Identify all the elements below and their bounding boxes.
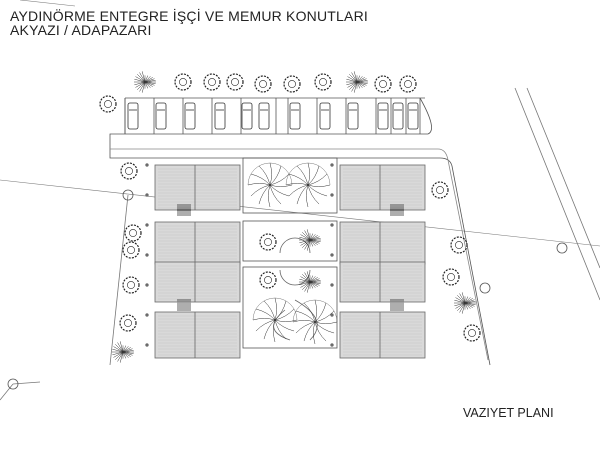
trees [99,71,481,363]
apartment-unit [339,221,426,265]
boundary-line-right [514,87,600,301]
tree-icon [399,75,417,93]
project-location: AKYAZI / ADAPAZARI [10,22,152,38]
grid-marker [330,163,334,167]
car-icon [407,102,419,130]
tree-icon [431,181,449,199]
tree-icon [283,75,301,93]
tree-icon [254,75,272,93]
grid-marker [145,163,149,167]
buildings [145,163,426,359]
large-tree-icon [247,162,293,208]
tree-icon [259,233,277,251]
car-icon [127,102,139,130]
tree-icon [119,314,137,332]
car-icon [184,102,196,130]
apartment-unit [339,261,426,303]
tree-icon [122,241,140,259]
palm-tree-icon [299,229,321,251]
boundary-line-topleft [19,0,76,7]
car-icon [289,102,301,130]
courtyard-middle [242,220,338,262]
tree-icon [120,162,138,180]
palm-tree-icon [134,71,156,93]
survey-point [556,242,568,254]
large-tree-icon [252,297,298,343]
car-icon [155,102,167,130]
car-icon [377,102,389,130]
courtyard-north [242,157,338,214]
grid-marker [145,253,149,257]
tree-icon [374,75,392,93]
survey-point [122,189,134,201]
stair-icon [177,299,191,311]
car-icon [347,102,359,130]
road-edge [110,148,489,361]
survey-point [479,282,491,294]
grid-marker [330,343,334,347]
building-block-right [330,163,426,359]
boundary-line-left [109,194,129,366]
palm-tree-icon [346,71,368,93]
apartment-unit [339,311,426,359]
tree-icon [314,73,332,91]
grid-marker [145,313,149,317]
stair-icon [390,299,404,311]
boundary-line-bottomleft [0,383,14,401]
boundary-line-right2 [526,87,600,269]
car-icon [258,102,270,130]
grid-marker [330,313,334,317]
grid-marker [145,283,149,287]
palm-tree-icon [299,271,321,293]
apartment-unit [154,221,241,265]
large-tree-icon [285,162,331,208]
courtyard-south [242,266,338,349]
tree-icon [124,224,142,242]
car-icon [214,102,226,130]
stair-icon [390,204,404,216]
building-block-left [145,163,241,359]
grid-marker [145,193,149,197]
grid-marker [330,253,334,257]
tree-icon [442,268,460,286]
apartment-unit [154,261,241,303]
survey-point [7,378,19,390]
tree-icon [174,73,192,91]
apartment-unit [154,311,241,359]
boundary-line-bottomleft2 [12,381,41,385]
courtyard-path [273,237,318,341]
project-title: AYDINÖRME ENTEGRE İŞÇİ VE MEMUR KONUTLAR… [10,8,368,24]
apartment-unit [154,164,241,211]
parking-spaces [124,98,421,134]
tree-icon [463,324,481,342]
tree-icon [99,95,117,113]
tree-icon [203,73,221,91]
tree-icon [450,236,468,254]
plan-label: VAZIYET PLANI [463,406,554,420]
grid-marker [330,193,334,197]
stair-icon [177,204,191,216]
tree-icon [226,73,244,91]
car-icon [392,102,404,130]
palm-tree-icon [112,341,134,363]
tree-icon [122,276,140,294]
car-icon [241,102,253,130]
grid-marker [330,283,334,287]
palm-tree-icon [454,292,476,314]
apartment-unit [339,164,426,211]
large-tree-icon [292,299,338,345]
car-icon [319,102,331,130]
grid-marker [330,223,334,227]
tree-icon [259,271,277,289]
grid-marker [145,343,149,347]
grid-marker [145,223,149,227]
